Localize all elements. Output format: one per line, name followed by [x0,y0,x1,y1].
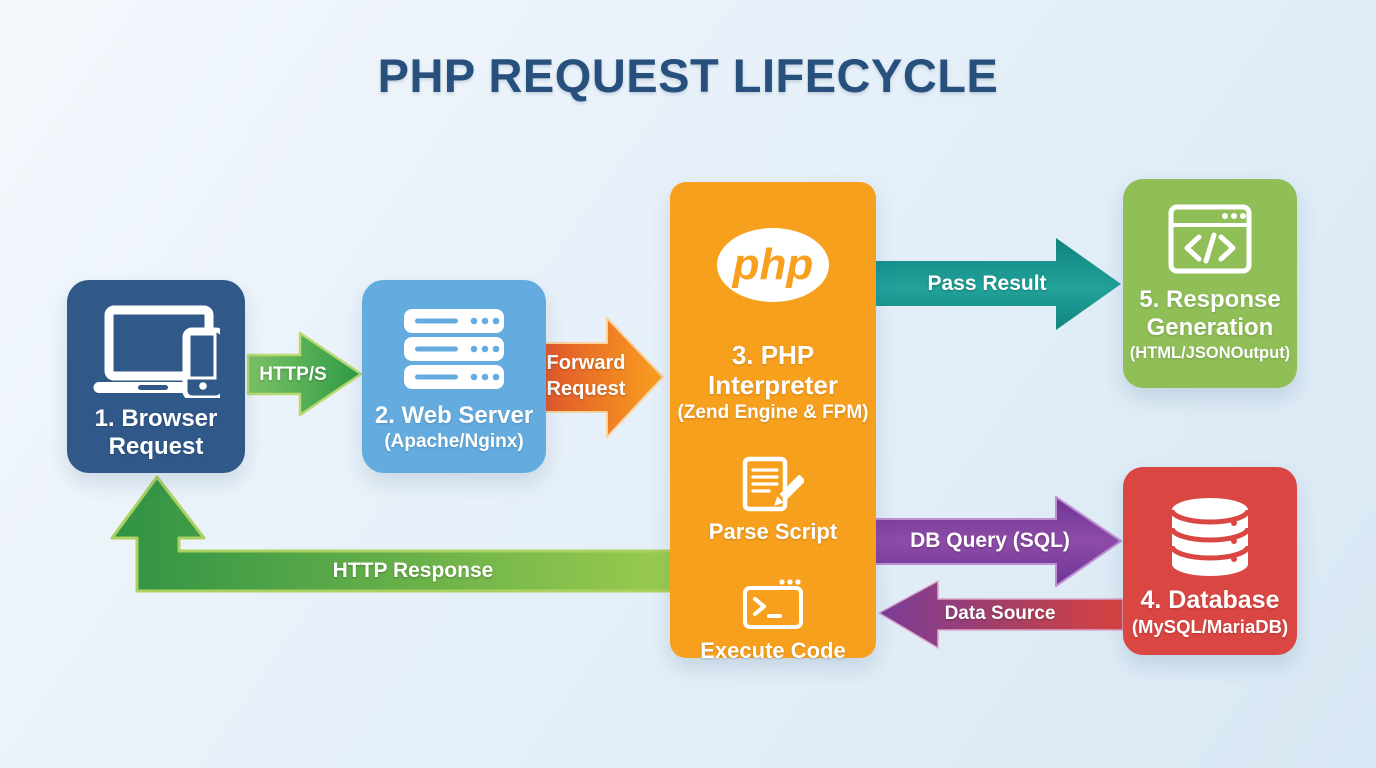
server-stack-icon [404,309,504,389]
pass-result-arrow [875,238,1121,330]
forward-request-line2: Request [546,378,626,400]
node-response-generation: 5. Response Generation (HTML/JSONOutput) [1123,179,1297,388]
http-response-arrow-label: HTTP Response [332,559,494,582]
php-logo-text: php [732,240,814,289]
web-server-sublabel: (Apache/Nginx) [384,430,524,452]
browser-label-line2: Request [108,432,204,460]
laptop-phone-icon [93,305,220,398]
response-label-line1: 5. Response [1139,286,1281,313]
pass-result-arrow-label: Pass Result [927,272,1047,295]
node-php-interpreter: php 3. PHP Interpreter (Zend Engine & FP… [670,182,876,663]
database-label: 4. Database [1140,586,1280,614]
node-browser-request: 1. Browser Request [67,280,245,473]
https-arrow [246,331,363,417]
database-cylinder-icon [1170,498,1250,576]
parse-script-label: Parse Script [708,519,838,545]
terminal-window-icon [743,579,803,629]
database-sublabel: (MySQL/MariaDB) [1131,616,1289,637]
data-source-arrow-label: Data Source [944,603,1056,624]
node-database: 4. Database (MySQL/MariaDB) [1123,467,1297,655]
forward-request-arrow [537,317,664,438]
https-arrow-label: HTTP/S [259,364,327,385]
browser-label: 1. Browser Request [67,405,245,461]
response-sublabel: (HTML/JSONOutput) [1129,343,1291,362]
response-label: 5. Response Generation [1123,286,1297,342]
response-label-line2: Generation [1146,313,1274,341]
browser-label-line1: 1. Browser [94,405,218,432]
code-window-icon [1168,204,1252,274]
page-title: PHP REQUEST LIFECYCLE [377,49,999,102]
php-label: 3. PHP Interpreter [707,340,839,401]
execute-code-label: Execute Code [700,637,846,663]
db-query-arrow [874,496,1122,587]
db-query-arrow-label: DB Query (SQL) [910,529,1070,552]
forward-request-arrow-label: Forward Request [547,350,626,402]
document-pencil-icon [742,457,804,512]
node-web-server: 2. Web Server (Apache/Nginx) [362,280,546,473]
web-server-label: 2. Web Server [374,402,534,429]
php-logo: php [717,228,829,302]
forward-request-line1: Forward [546,352,626,374]
php-sublabel: (Zend Engine & FPM) [677,402,869,424]
